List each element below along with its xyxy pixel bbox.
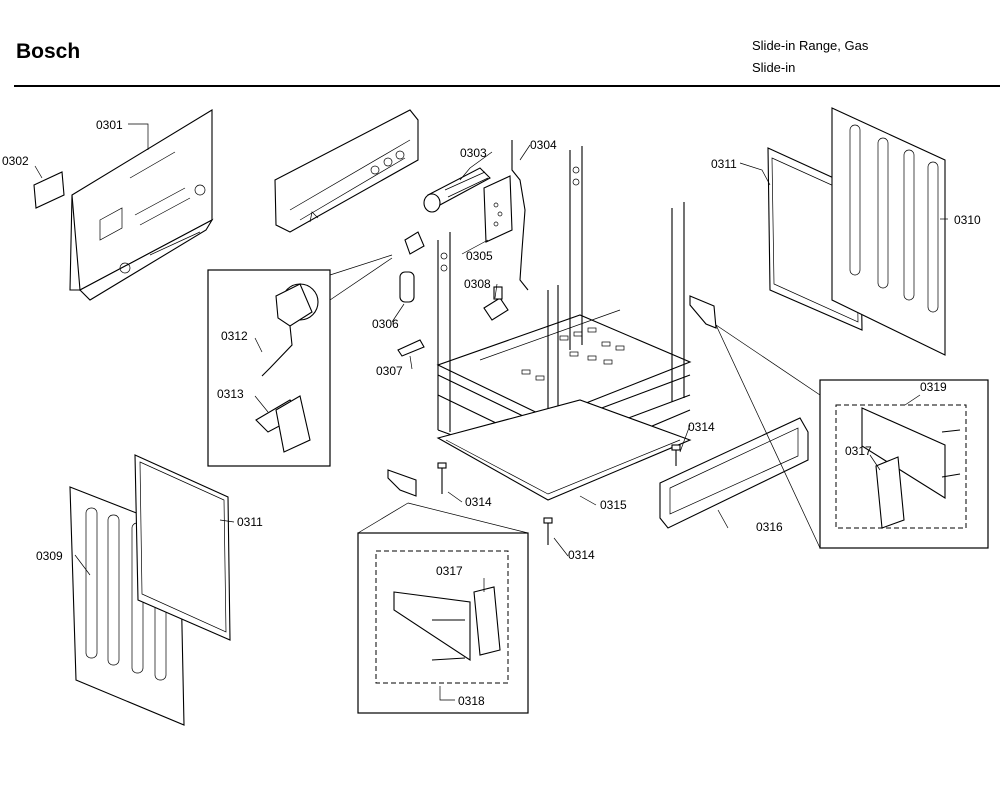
callout-0301: 0301: [96, 118, 123, 132]
part-0317-bracket-left[interactable]: [387, 469, 417, 497]
callout-0313: 0313: [217, 387, 244, 401]
callout-0304: 0304: [530, 138, 557, 152]
part-0311-insulation-left[interactable]: [134, 454, 231, 641]
part-0302-cover-plate[interactable]: [33, 171, 65, 209]
callout-0311-left: 0311: [237, 515, 263, 529]
callout-0302: 0302: [2, 154, 29, 168]
callout-0319: 0319: [920, 380, 947, 394]
part-0310-side-panel-right[interactable]: [831, 107, 946, 356]
callout-0317-right: 0317: [845, 444, 872, 458]
callout-0314-right: 0314: [688, 420, 715, 434]
part-0305-control-board[interactable]: [483, 175, 513, 243]
callout-0312: 0312: [221, 329, 248, 343]
part-top-channel[interactable]: [274, 109, 419, 233]
callout-0310: 0310: [954, 213, 981, 227]
callout-0317-bottom: 0317: [436, 564, 463, 578]
part-fan-bracket[interactable]: [404, 231, 425, 255]
part-0308-igniter[interactable]: [483, 286, 509, 321]
inset-fan-assembly: [207, 254, 393, 467]
callout-0306: 0306: [372, 317, 399, 331]
callout-0305: 0305: [466, 249, 493, 263]
callout-0307: 0307: [376, 364, 403, 378]
brand-title: Bosch: [16, 40, 81, 63]
part-0317-bracket-right[interactable]: [689, 295, 717, 329]
part-0303-fan-motor[interactable]: [423, 167, 491, 213]
callout-0318: 0318: [458, 694, 485, 708]
part-0301-back-panel[interactable]: [69, 109, 214, 301]
callout-0316: 0316: [756, 520, 783, 534]
part-0304-sensor-wire[interactable]: [511, 140, 529, 291]
leader-lines: [34, 123, 948, 701]
model-description: Slide-in Range, Gas: [752, 38, 869, 53]
callout-0311-right: 0311: [711, 157, 737, 171]
part-0314-screw-left[interactable]: [437, 462, 447, 494]
model-subtype: Slide-in: [752, 60, 796, 75]
inset-bracket-assembly-bottom: [357, 502, 529, 714]
part-0306-switch[interactable]: [399, 271, 415, 303]
callout-0308: 0308: [464, 277, 491, 291]
callout-0314-bottom: 0314: [568, 548, 595, 562]
callout-0315: 0315: [600, 498, 627, 512]
part-0315-base-plate[interactable]: [436, 399, 692, 501]
inset-bracket-assembly-right: [715, 324, 989, 549]
part-0316-kick-panel[interactable]: [659, 417, 809, 529]
part-0314-screw-bottom[interactable]: [543, 517, 553, 545]
part-0314-screw-right[interactable]: [671, 444, 681, 466]
callout-0303: 0303: [460, 146, 487, 160]
callout-0314-left: 0314: [465, 495, 492, 509]
header-divider: [14, 85, 1000, 87]
callout-0309: 0309: [36, 549, 63, 563]
part-0307-terminal-block[interactable]: [397, 339, 425, 357]
callout-labels: 0301 0302 0303 0304 0305 0306 0307 0308 …: [2, 118, 981, 708]
